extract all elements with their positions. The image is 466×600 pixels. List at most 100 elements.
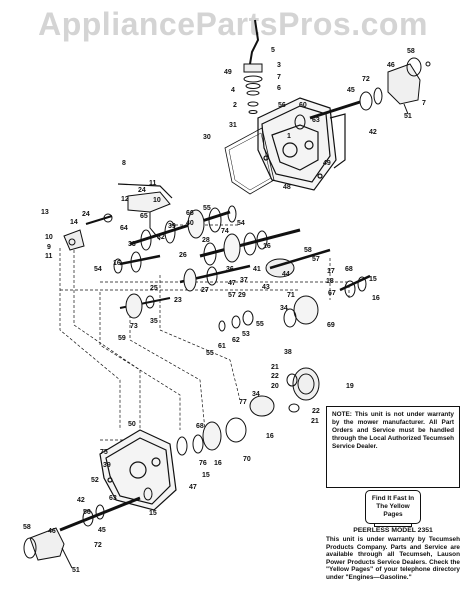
site-watermark: AppliancePartsPros.com — [38, 6, 428, 42]
callout-51: 51 — [404, 113, 412, 120]
callout-32: 32 — [157, 234, 165, 241]
callout-50: 50 — [128, 421, 136, 428]
callout-2: 2 — [233, 102, 237, 109]
yellow-pages-sign: Find It Fast In The Yellow Pages — [365, 490, 421, 527]
callout-1: 1 — [287, 133, 291, 140]
callout-77: 77 — [239, 399, 247, 406]
upper-axle — [294, 57, 431, 130]
callout-51: 51 — [72, 567, 80, 574]
callout-47: 47 — [189, 484, 197, 491]
callout-10: 10 — [45, 234, 53, 241]
gear-cluster — [113, 205, 371, 332]
callout-16: 16 — [266, 433, 274, 440]
callout-30: 30 — [203, 134, 211, 141]
callout-22: 22 — [271, 373, 279, 380]
callout-65: 65 — [140, 213, 148, 220]
callout-55: 55 — [256, 321, 264, 328]
callout-7: 7 — [422, 100, 426, 107]
callout-34: 34 — [280, 305, 288, 312]
callout-52: 52 — [91, 477, 99, 484]
warranty-note-box: NOTE: This unit is not under warranty by… — [326, 406, 460, 488]
callout-9: 9 — [47, 244, 51, 251]
callout-40: 40 — [186, 220, 194, 227]
callout-15: 15 — [202, 472, 210, 479]
callout-45: 45 — [98, 527, 106, 534]
callout-29: 29 — [238, 292, 246, 299]
callout-64: 64 — [120, 225, 128, 232]
callout-42: 42 — [77, 497, 85, 504]
callout-39: 39 — [168, 223, 176, 230]
callout-33: 33 — [128, 241, 136, 248]
callout-13: 13 — [41, 209, 49, 216]
callout-11: 11 — [45, 253, 53, 260]
callout-48: 48 — [283, 184, 291, 191]
callout-54: 54 — [237, 220, 245, 227]
callout-3: 3 — [277, 62, 281, 69]
callout-63: 63 — [109, 495, 117, 502]
callout-58: 58 — [304, 247, 312, 254]
callout-18: 18 — [326, 278, 334, 285]
callout-54: 54 — [94, 266, 102, 273]
callout-6: 6 — [277, 85, 281, 92]
callout-68: 68 — [196, 423, 204, 430]
callout-43: 43 — [262, 284, 270, 291]
callout-21: 21 — [271, 364, 279, 371]
warranty-text: This unit is under warranty by Tecumseh … — [326, 536, 460, 581]
callout-58: 58 — [23, 524, 31, 531]
callout-15: 15 — [149, 510, 157, 517]
callout-21: 21 — [311, 418, 319, 425]
callout-14: 14 — [70, 219, 78, 226]
callout-37: 37 — [240, 277, 248, 284]
callout-16: 16 — [372, 295, 380, 302]
shift-lever — [243, 19, 263, 114]
callout-49: 49 — [224, 69, 232, 76]
callout-17: 17 — [327, 268, 335, 275]
callout-41: 41 — [253, 266, 261, 273]
callout-67: 67 — [328, 290, 336, 297]
callout-24: 24 — [82, 211, 90, 218]
callout-25: 25 — [150, 285, 158, 292]
upper-housing — [257, 97, 346, 191]
callout-39: 39 — [103, 462, 111, 469]
callout-22: 22 — [312, 408, 320, 415]
callout-58: 58 — [407, 48, 415, 55]
callout-75: 75 — [100, 449, 108, 456]
lower-axle — [23, 487, 153, 569]
callout-71: 71 — [287, 292, 295, 299]
callout-70: 70 — [243, 456, 251, 463]
callout-24: 24 — [138, 187, 146, 194]
callout-15: 15 — [369, 276, 377, 283]
callout-19: 19 — [346, 383, 354, 390]
callout-47: 47 — [228, 280, 236, 287]
callout-66: 66 — [186, 210, 194, 217]
callout-42: 42 — [369, 129, 377, 136]
callout-16: 16 — [113, 260, 121, 267]
lower-housing — [99, 429, 177, 511]
callout-49: 49 — [323, 160, 331, 167]
callout-28: 28 — [202, 237, 210, 244]
callout-46: 46 — [387, 62, 395, 69]
callout-72: 72 — [362, 76, 370, 83]
callout-68: 68 — [345, 266, 353, 273]
callout-31: 31 — [229, 122, 237, 129]
callout-73: 73 — [130, 323, 138, 330]
callout-57: 57 — [228, 292, 236, 299]
callout-62: 62 — [232, 337, 240, 344]
callout-55: 55 — [206, 350, 214, 357]
callout-46: 46 — [48, 528, 56, 535]
callout-53: 53 — [242, 331, 250, 338]
callout-45: 45 — [347, 87, 355, 94]
callout-44: 44 — [282, 271, 290, 278]
callout-26: 26 — [179, 252, 187, 259]
callout-69: 69 — [327, 322, 335, 329]
callout-72: 72 — [94, 542, 102, 549]
callout-36: 36 — [226, 266, 234, 273]
callout-10: 10 — [153, 197, 161, 204]
callout-61: 61 — [218, 343, 226, 350]
callout-55: 55 — [203, 205, 211, 212]
ring-gear — [176, 367, 320, 456]
callout-56: 56 — [278, 102, 286, 109]
callout-23: 23 — [174, 297, 182, 304]
